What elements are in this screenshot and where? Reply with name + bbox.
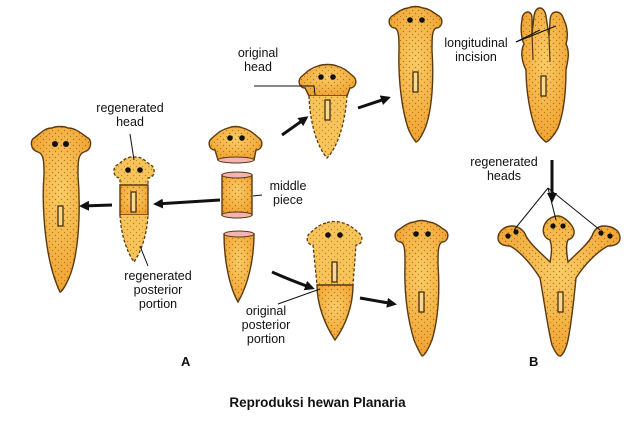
label-regenerated-head: regenerated head [84,101,176,129]
panel-a-letter: A [181,354,191,369]
label-line: regenerated [470,155,538,169]
label-line: piece [273,193,303,207]
panel-a-arrows [79,95,397,308]
worm-left-regenerated [30,125,92,293]
label-line: middle [269,179,307,193]
label-original-head: original head [222,46,294,74]
label-original-posterior: original posterior portion [226,304,306,346]
label-line: posterior [133,283,183,297]
piece-head [208,125,263,164]
label-line: original [245,304,287,318]
worm-regenerating-middle [113,156,155,264]
caption: Reproduksi hewan Planaria [229,395,406,410]
label-regenerated-posterior: regenerated posterior portion [108,269,208,311]
label-line: head [244,60,272,74]
worm-head-regenerating [298,63,357,159]
label-line: regenerated [96,101,164,115]
worm-b-incised [515,7,569,143]
piece-middle [221,171,253,219]
label-line: portion [138,297,178,311]
label-line: longitudinal [444,36,508,50]
label-line: heads [486,169,522,183]
label-regenerated-heads: regenerated heads [456,155,552,183]
label-line: head [116,115,144,129]
label-middle-piece: middle piece [258,179,318,207]
worm-tail-regenerating [306,220,363,342]
label-line: posterior [241,318,291,332]
panel-a-leader-lines [129,85,321,305]
label-line: regenerated [124,269,192,283]
panel-b-letter: B [529,354,539,369]
label-longitudinal-incision: longitudinal incision [432,36,520,64]
label-line: incision [455,50,497,64]
panel-b-arrows-and-leaders [513,160,601,231]
worm-b-three-headed [497,215,621,357]
label-line: portion [246,332,286,346]
worm-top-right [388,5,443,143]
label-line: original [237,46,279,60]
worm-bottom-right [394,219,449,357]
piece-tail [223,230,255,304]
